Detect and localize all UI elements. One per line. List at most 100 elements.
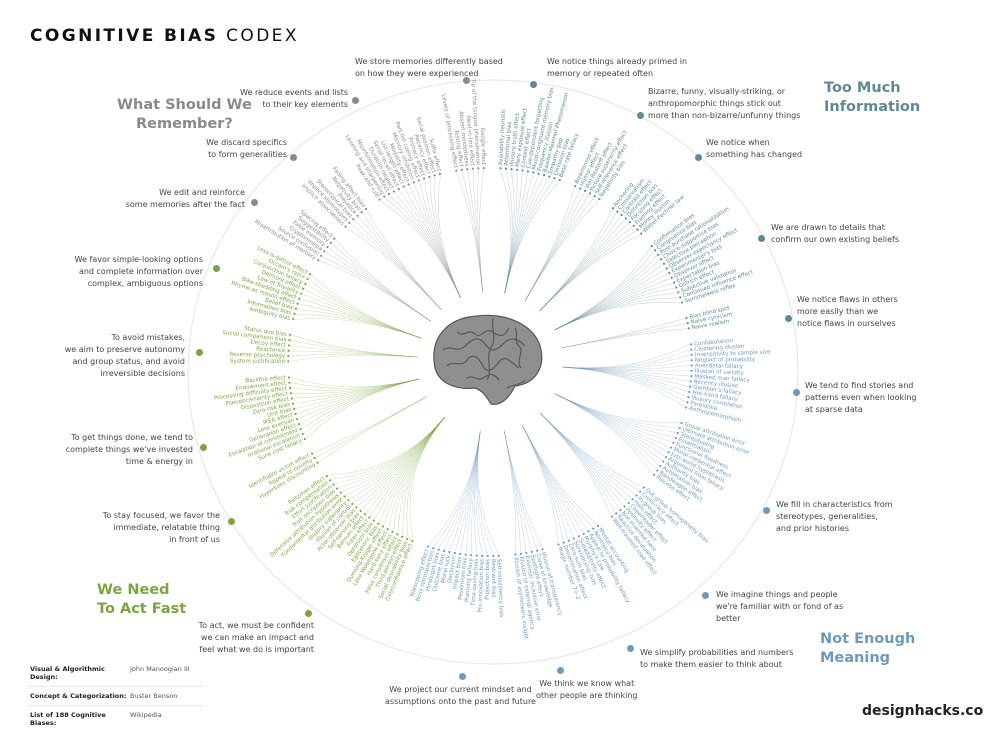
group-description: To get things done, we tend to complete … (65, 433, 193, 466)
branch-line (562, 366, 690, 377)
bias-dot (639, 490, 642, 493)
branch-line (467, 171, 484, 293)
bias-dot (562, 541, 565, 544)
branch-line (539, 234, 640, 312)
bias-dot (303, 437, 306, 441)
bias-dot (541, 548, 544, 551)
branch-line (293, 378, 420, 399)
bias-label: Declinism (447, 556, 458, 584)
group-dot (792, 388, 800, 396)
branch-line (562, 366, 686, 403)
bias-dot (475, 554, 478, 557)
bias-dot (299, 428, 302, 431)
group-description: Bizarre, funny, visually-striking, or an… (648, 87, 801, 120)
branch-line (454, 431, 481, 552)
branch-line (477, 170, 484, 293)
group-dot (212, 264, 220, 272)
bias-dot (292, 317, 295, 321)
bias-dot (291, 402, 295, 405)
bias-dot (690, 348, 693, 351)
group-dot (195, 348, 203, 356)
branch-line (328, 247, 431, 322)
bias-dot (598, 197, 601, 201)
group-description: We project our current mindset and assum… (385, 685, 536, 706)
category-what-should-we-remember: What Should We Remember? (117, 97, 252, 132)
bias-dot (453, 551, 456, 555)
group-description: We notice things already primed in memor… (547, 57, 688, 78)
branch-line (361, 416, 446, 510)
bias-dot (355, 506, 358, 509)
bias-dot (464, 553, 467, 556)
group-description: We edit and reinforce some memories afte… (125, 188, 245, 209)
branch-line (301, 299, 422, 339)
bias-dot (411, 539, 414, 543)
branch-line (554, 297, 679, 331)
bias-dot (296, 417, 299, 421)
site-link[interactable]: designhacks.co (862, 703, 984, 719)
branch-line (465, 431, 481, 553)
branch-line (524, 195, 590, 301)
branch-line (554, 283, 673, 331)
branch-line (554, 393, 659, 466)
bias-dot (492, 554, 495, 558)
bias-dot (567, 539, 570, 542)
bias-dot (423, 177, 426, 180)
bias-label: Decoy effect (250, 340, 287, 349)
branch-line (353, 416, 446, 503)
branch-line (539, 412, 624, 506)
branch-line (504, 170, 513, 294)
bias-dot (510, 168, 513, 171)
branch-line (554, 393, 667, 452)
branch-line (402, 416, 446, 535)
bias-dot (397, 187, 400, 191)
bias-dot (306, 277, 309, 281)
bias-dot (466, 168, 469, 171)
branch-line (539, 412, 616, 512)
bias-dot (332, 483, 335, 486)
group-description: We fill in characteristics from stereoty… (776, 500, 893, 533)
branch-line (291, 340, 418, 358)
bias-dot (343, 495, 346, 498)
bias-dot (669, 446, 673, 449)
branch-line (472, 170, 484, 293)
branch-line (504, 174, 534, 294)
group-dot (250, 198, 258, 206)
bias-label: Restraint bias (490, 559, 497, 598)
branch-line (365, 416, 446, 513)
bias-dot (352, 218, 355, 221)
branch-line (503, 430, 543, 548)
bias-dot (677, 291, 680, 294)
credit-value: Buster Benson (130, 692, 178, 700)
branch-line (456, 172, 484, 293)
bias-dot (482, 166, 485, 170)
branch-line (554, 264, 663, 331)
branch-line (554, 393, 672, 443)
branch-line (342, 416, 446, 492)
branch-line (539, 412, 620, 509)
credit-label: List of 188 Cognitive Biases: (30, 711, 106, 727)
bias-dot (593, 195, 596, 198)
bias-dot (320, 254, 323, 257)
branch-line (521, 424, 569, 539)
bias-dot (428, 175, 431, 179)
bias-dot (690, 353, 693, 357)
bias-label: Backfire effect (245, 375, 287, 384)
branch-line (304, 289, 422, 339)
bias-label: Google effect (479, 128, 486, 166)
bias-dot (582, 532, 585, 535)
branch-line (554, 255, 657, 331)
group-description: We notice flaws in others more easily th… (797, 295, 898, 328)
bias-dot (611, 207, 615, 210)
bias-label: Pareidolia (690, 401, 718, 413)
group-description: We imagine things and people we're famil… (716, 590, 844, 623)
branch-line (295, 318, 422, 339)
bias-dot (558, 178, 561, 182)
branch-line (290, 353, 418, 358)
branch-line (521, 424, 593, 528)
bias-label: Time-saving bias (471, 558, 480, 607)
group-dot (784, 314, 792, 322)
bias-dot (459, 552, 462, 555)
bias-label: Endowment effect (235, 381, 287, 393)
group-dot (701, 591, 709, 599)
bias-dot (579, 187, 582, 190)
